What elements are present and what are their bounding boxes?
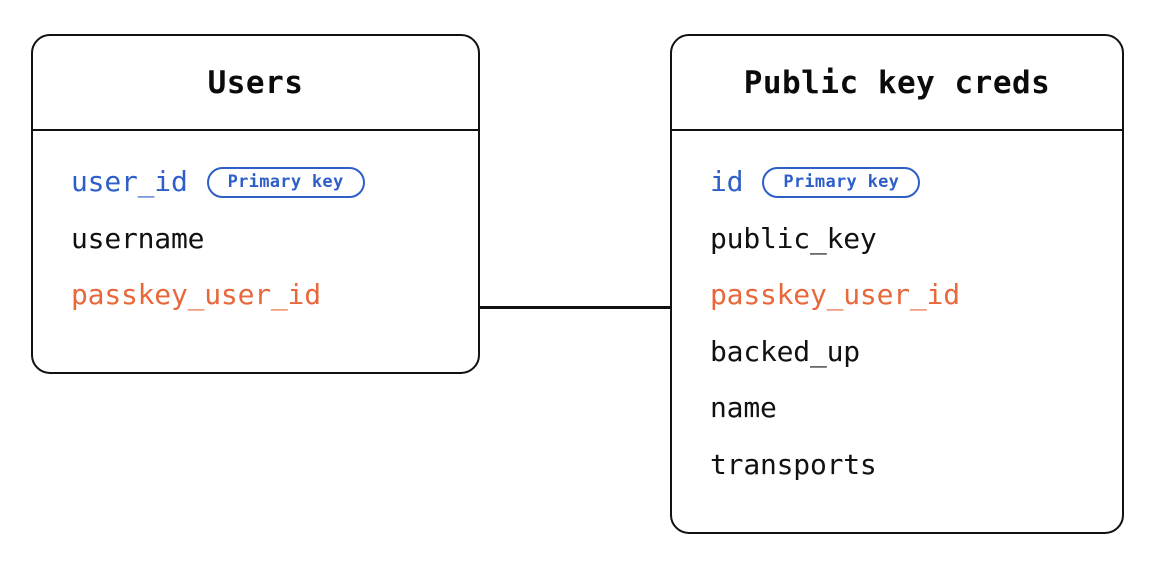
field-name-passkey-user-id: passkey_user_id — [710, 278, 960, 312]
field-row[interactable]: user_id Primary key — [71, 154, 456, 211]
field-row[interactable]: passkey_user_id — [710, 267, 1100, 324]
field-name-id: id — [710, 165, 744, 199]
entity-users[interactable]: Users user_id Primary key username passk… — [31, 34, 480, 374]
field-name-name: name — [710, 391, 777, 425]
entity-public-key-creds-fields: id Primary key public_key passkey_user_i… — [672, 131, 1122, 513]
field-row[interactable]: backed_up — [710, 324, 1100, 381]
field-name-transports: transports — [710, 447, 877, 481]
entity-users-fields: user_id Primary key username passkey_use… — [33, 131, 478, 344]
field-name-user-id: user_id — [71, 165, 188, 199]
field-name-public-key: public_key — [710, 221, 877, 255]
entity-users-header: Users — [33, 36, 478, 131]
entity-public-key-creds-header: Public key creds — [672, 36, 1122, 131]
field-name-backed-up: backed_up — [710, 334, 860, 368]
field-name-passkey-user-id: passkey_user_id — [71, 278, 321, 312]
primary-key-badge-label: Primary key — [227, 171, 344, 192]
relationship-connector-line — [478, 306, 672, 309]
field-name-username: username — [71, 221, 205, 255]
entity-public-key-creds[interactable]: Public key creds id Primary key public_k… — [670, 34, 1124, 534]
field-row[interactable]: passkey_user_id — [71, 267, 456, 324]
primary-key-badge: Primary key — [206, 166, 365, 198]
field-row[interactable]: name — [710, 380, 1100, 437]
field-row[interactable]: public_key — [710, 211, 1100, 268]
entity-public-key-creds-title: Public key creds — [743, 64, 1051, 101]
field-row[interactable]: id Primary key — [710, 154, 1100, 211]
entity-users-title: Users — [207, 64, 304, 101]
field-row[interactable]: transports — [710, 437, 1100, 494]
primary-key-badge: Primary key — [762, 166, 921, 198]
primary-key-badge-label: Primary key — [783, 171, 900, 192]
field-row[interactable]: username — [71, 211, 456, 268]
